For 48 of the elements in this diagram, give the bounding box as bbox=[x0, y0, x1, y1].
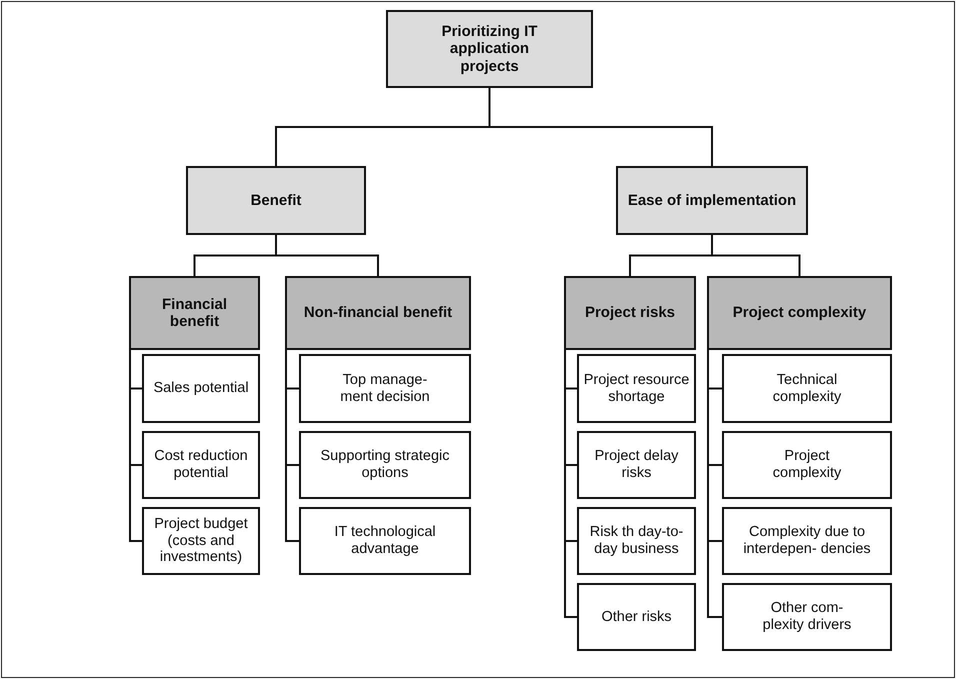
category-box bbox=[386, 10, 593, 88]
item-box bbox=[142, 507, 260, 575]
item-label: Risk th day-to- day business bbox=[588, 524, 684, 558]
category-box bbox=[129, 276, 260, 350]
category-box bbox=[564, 276, 696, 350]
category-box bbox=[616, 166, 808, 235]
item-label: Project delay risks bbox=[594, 448, 680, 482]
category-label: Benefit bbox=[250, 192, 302, 210]
connector-line bbox=[488, 88, 713, 166]
category-box bbox=[186, 166, 366, 235]
title-text: Prioritizing IT application projects bbox=[440, 23, 538, 75]
item-box bbox=[577, 431, 696, 499]
item-label: Project resource shortage bbox=[582, 372, 690, 406]
item-label: Sales potential bbox=[153, 380, 249, 397]
connector-line bbox=[707, 350, 722, 618]
category-label: Non-financial benefit bbox=[304, 304, 452, 322]
item-box bbox=[577, 583, 696, 651]
item-label: Cost reduction potential bbox=[153, 448, 249, 482]
item-box bbox=[299, 431, 471, 499]
item-label: IT technological advantage bbox=[333, 524, 437, 558]
item-box bbox=[577, 507, 696, 575]
connector-line bbox=[285, 350, 299, 542]
item-box bbox=[722, 583, 892, 651]
item-label: Other com- plexity drivers bbox=[762, 600, 852, 634]
connector-line bbox=[129, 350, 142, 542]
item-label: Technical complexity bbox=[772, 372, 842, 406]
item-label: Top manage- ment decision bbox=[339, 372, 431, 406]
item-label: Project budget (costs and investments) bbox=[153, 516, 249, 566]
connector-line bbox=[564, 350, 577, 618]
category-label: Financial benefit bbox=[160, 296, 228, 330]
item-box bbox=[577, 354, 696, 423]
category-label: Project risks bbox=[584, 304, 676, 322]
item-box bbox=[722, 431, 892, 499]
category-label: Ease of implementation bbox=[628, 192, 796, 210]
item-box bbox=[142, 431, 260, 499]
category-box bbox=[285, 276, 471, 350]
item-box bbox=[299, 354, 471, 423]
item-box bbox=[722, 354, 892, 423]
item-box bbox=[299, 507, 471, 575]
category-label: Project complexity bbox=[732, 304, 866, 322]
item-label: Complexity due to interdepen- dencies bbox=[742, 524, 872, 558]
item-box bbox=[722, 507, 892, 575]
item-label: Other risks bbox=[601, 608, 672, 626]
item-label: Supporting strategic options bbox=[320, 448, 450, 482]
category-box bbox=[707, 276, 892, 350]
item-box bbox=[142, 354, 260, 423]
item-label: Project complexity bbox=[772, 448, 842, 482]
connector-line bbox=[275, 235, 379, 276]
